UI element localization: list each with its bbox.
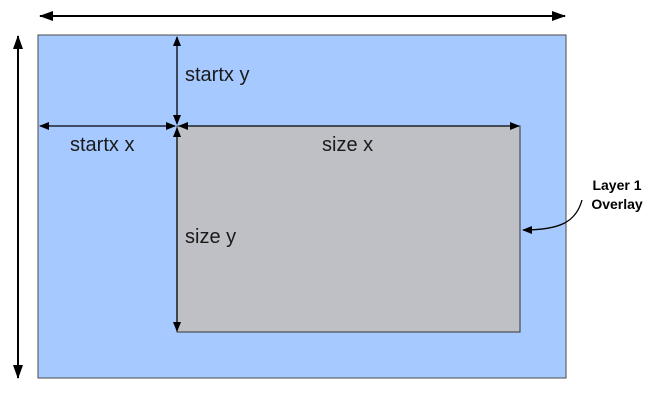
overlay-rect bbox=[176, 125, 521, 333]
callout-line2: Overlay bbox=[591, 196, 643, 212]
callout-line1: Layer 1 bbox=[592, 177, 641, 193]
callout-pointer bbox=[522, 199, 583, 234]
size-y-label: size y bbox=[185, 226, 236, 248]
size-x-label: size x bbox=[322, 134, 373, 156]
start-y-label: startx y bbox=[185, 64, 249, 86]
start-x-label: startx x bbox=[70, 134, 134, 156]
